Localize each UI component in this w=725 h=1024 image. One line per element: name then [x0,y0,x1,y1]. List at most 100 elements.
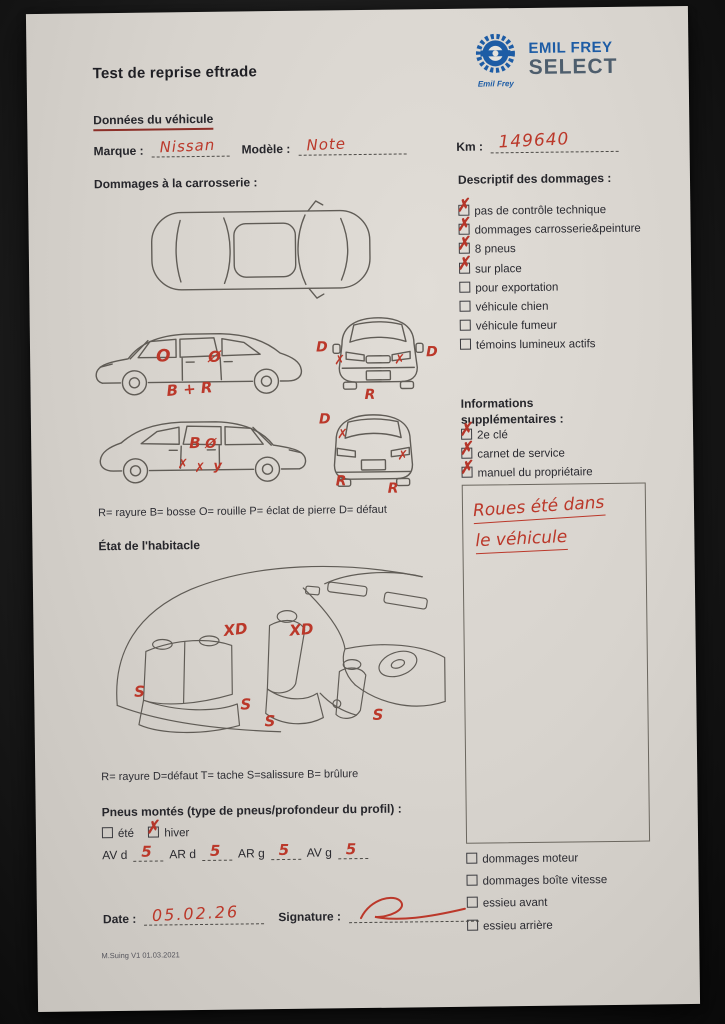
modele-label: Modèle : [241,141,291,157]
tire-field: 5 [337,840,368,860]
tire-label: AV g [306,845,332,860]
check-label: 8 pneus [474,243,516,256]
damage-mark: R [335,473,347,490]
check-label: véhicule chien [475,300,549,314]
section-descriptif-heading: Descriptif des dommages : [457,170,612,187]
emil-frey-emblem: Emil Frey [474,32,517,89]
checkbox [459,338,472,351]
check-label: 2e clé [477,429,508,442]
check-label: carnet de service [477,447,565,461]
check-label: essieu arrière [483,919,553,933]
descriptif-checklist: pas de contrôle technique dommages carro… [458,202,652,358]
section-carrosserie-heading: Dommages à la carrosserie : [93,175,258,192]
tire-field: 5 [201,842,233,861]
tire-type-row: été hiver [101,826,189,840]
check-label: pas de contrôle technique [474,204,607,218]
damage-mark: R [387,480,399,497]
check-item: carnet de service [461,446,653,464]
damage-mark: D [318,411,331,428]
vehicle-fields-row: Marque : Nissan Modèle : Note Km : 14964… [93,129,634,159]
tire-label: AR g [237,846,265,861]
interior-mark: S [264,712,276,731]
check-item: dommages boîte vitesse [466,873,658,891]
check-item: manuel du propriétaire [461,465,653,483]
tire-label: AV d [102,847,128,863]
damage-mark: ✗ [177,457,189,473]
damage-mark: D [315,339,328,356]
paper-form: Test de reprise eftrade Emil Frey EMIL F… [25,5,701,1013]
carrosserie-legend: R= rayure B= bosse O= rouille P= éclat d… [97,503,388,520]
damage-mark: D [425,344,438,361]
checkbox-hiver [148,826,160,838]
tire-field: 5 [133,842,164,862]
modele-value: Note [305,134,347,155]
checkbox [461,467,473,479]
damage-mark: y [213,458,223,474]
damage-mark: ✗ [337,427,349,443]
interior-mark: S [240,695,252,714]
logo-script-text: Emil Frey [477,79,514,89]
tire-field: 5 [270,841,301,861]
check-item: véhicule chien [459,298,651,316]
car-rear-view-sketch [321,407,427,505]
damage-mark: O [155,346,171,367]
tire-value: 5 [141,842,152,861]
tire-value: 5 [278,840,290,860]
brand-logo: Emil Frey EMIL FREY SELECT [474,30,655,89]
section-infos-heading: Informations supplémentaires : [460,395,564,427]
brand-line2: SELECT [528,54,618,79]
check-label: témoins lumineux actifs [475,338,596,352]
check-label: manuel du propriétaire [477,466,593,480]
damage-mark: B [189,433,201,453]
mechanical-checklist: dommages moteur dommages boîte vitesse e… [466,850,659,938]
marque-label: Marque : [93,143,144,159]
car-top-view-sketch [146,194,375,312]
checkbox-ete [101,827,114,839]
date-label: Date : [102,911,137,927]
section-habitacle-heading: État de l'habitacle [98,537,201,554]
check-item: véhicule fumeur [459,317,652,335]
check-label: sur place [475,262,522,276]
handwritten-note-line1: Roues été dans [472,492,606,525]
check-item: sur place [458,260,651,278]
check-item: pas de contrôle technique [458,202,650,220]
damage-mark: ✗ [394,352,406,368]
checkbox [458,243,470,255]
km-value: 149640 [498,129,571,153]
check-item: 2e clé [461,426,653,444]
checkbox [458,223,470,235]
km-label: Km : [456,139,484,154]
damage-mark: R [364,386,376,403]
interior-mark: S [372,705,384,724]
km-field: 149640 [490,129,620,154]
check-label: dommages carrosserie&peinture [474,222,641,237]
date-signature-row: Date : 05.02.26 Signature : [102,896,480,927]
form-title: Test de reprise eftrade [92,63,258,83]
section-pneus-heading: Pneus montés (type de pneus/profondeur d… [101,801,402,820]
check-item: essieu arrière [467,917,659,935]
damage-mark: ✗ [194,460,206,477]
gear-icon [475,33,515,73]
signature-field [348,896,480,924]
date-value: 05.02.26 [151,902,240,926]
car-front-view-sketch [326,309,432,407]
interior-mark: XD [222,619,249,640]
check-item: dommages moteur [466,850,658,868]
checkbox [458,262,471,274]
modele-field: Note [298,135,407,156]
infos-checklist: 2e clé carnet de service manuel du propr… [461,426,654,486]
check-label: dommages moteur [482,852,579,866]
checkbox [466,852,478,864]
interior-mark: S [134,682,146,701]
checkbox [459,319,471,331]
marque-field: Nissan [151,136,230,158]
section-vehicle-heading: Données du véhicule [93,110,214,132]
date-field: 05.02.26 [144,902,265,926]
check-item: témoins lumineux actifs [459,337,652,355]
handwritten-note-line2: le véhicule [474,526,568,555]
checkbox [459,300,471,312]
car-side-left-sketch [90,323,311,409]
damage-mark: B + R [165,378,214,400]
check-label: véhicule fumeur [475,319,558,333]
checkbox [461,447,473,459]
